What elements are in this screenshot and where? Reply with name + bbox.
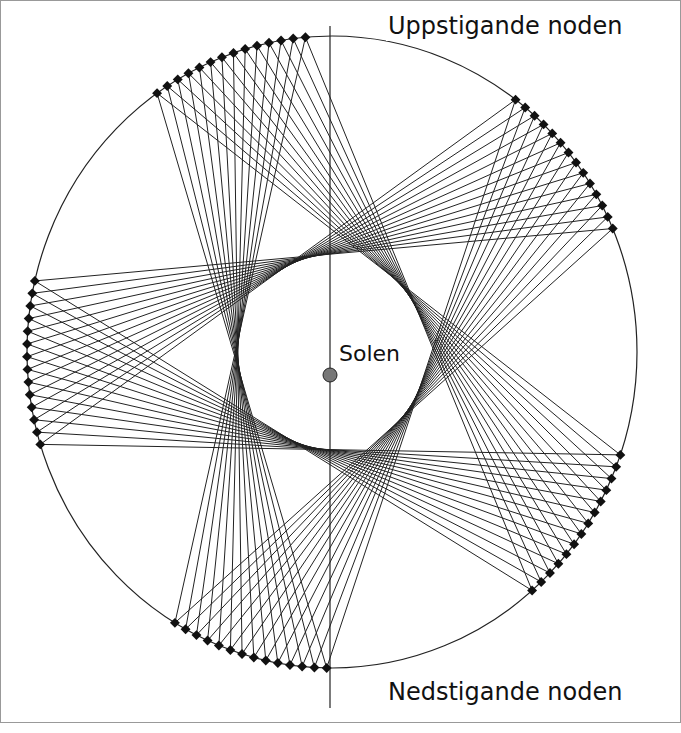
position-diamond [25, 390, 35, 400]
node-label: Nedstigande noden [386, 678, 624, 707]
position-diamond [162, 81, 172, 91]
position-diamond [578, 168, 588, 178]
position-diamond [184, 68, 194, 78]
position-diamond [564, 148, 574, 158]
position-diamond [192, 630, 202, 640]
position-diamond [539, 119, 549, 129]
position-marks [22, 32, 625, 673]
position-diamond [615, 450, 625, 460]
position-diamond [23, 326, 33, 336]
position-diamond [240, 44, 250, 54]
position-diamond [181, 624, 191, 634]
position-diamond [297, 662, 307, 672]
position-diamond [527, 586, 537, 596]
position-diamond [25, 301, 35, 311]
position-diamond [203, 636, 213, 646]
position-diamond [249, 653, 259, 663]
position-diamond [520, 103, 530, 113]
position-diamond [571, 158, 581, 168]
position-diamond [611, 462, 621, 472]
position-diamond [23, 377, 33, 387]
position-diamond [261, 656, 271, 666]
node-line [329, 26, 330, 708]
position-diamond [217, 52, 227, 62]
position-diamond [608, 224, 618, 234]
sun-symbol [323, 368, 337, 382]
position-diamond [206, 57, 216, 67]
position-diamond [225, 645, 235, 655]
position-diamond [547, 128, 557, 138]
position-diamond [591, 189, 601, 199]
position-diamond [300, 32, 310, 42]
position-diamond [229, 48, 239, 58]
position-diamond [22, 339, 32, 349]
position-diamond [276, 35, 286, 45]
position-diamond [569, 539, 579, 549]
position-diamond [536, 577, 546, 587]
position-diamond [585, 179, 595, 189]
position-diamond [23, 364, 33, 374]
position-diamond [553, 559, 563, 569]
position-diamond [285, 660, 295, 670]
position-diamond [288, 34, 298, 44]
position-diamond [596, 497, 606, 507]
position-diamond [583, 518, 593, 528]
position-diamond [22, 352, 32, 362]
position-diamond [597, 201, 607, 211]
position-diamond [273, 658, 283, 668]
position-diamond [170, 618, 180, 628]
position-diamond [603, 212, 613, 222]
position-diamond [511, 95, 521, 105]
position-diamond [556, 138, 566, 148]
sun-label: Solen [337, 341, 402, 367]
position-diamond [322, 663, 332, 673]
node-label: Uppstigande noden [386, 12, 625, 41]
position-diamond [194, 62, 204, 72]
orbit-chords [27, 37, 620, 668]
position-diamond [590, 508, 600, 518]
position-diamond [576, 529, 586, 539]
position-diamond [237, 649, 247, 659]
position-diamond [530, 111, 540, 121]
position-diamond [29, 415, 39, 425]
position-diamond [264, 38, 274, 48]
chord-line [40, 100, 515, 445]
position-diamond [27, 402, 37, 412]
position-diamond [601, 485, 611, 495]
position-diamond [32, 427, 42, 437]
position-diamond [607, 474, 617, 484]
position-diamond [152, 88, 162, 98]
position-diamond [173, 74, 183, 84]
position-diamond [561, 549, 571, 559]
position-diamond [24, 314, 34, 324]
position-diamond [309, 663, 319, 673]
position-diamond [30, 276, 40, 286]
position-diamond [27, 288, 37, 298]
position-diamond [545, 568, 555, 578]
position-diamond [252, 41, 262, 51]
position-diamond [35, 439, 45, 449]
chord-line [157, 93, 327, 668]
orbit-ellipse [27, 36, 637, 668]
position-diamond [214, 641, 224, 651]
